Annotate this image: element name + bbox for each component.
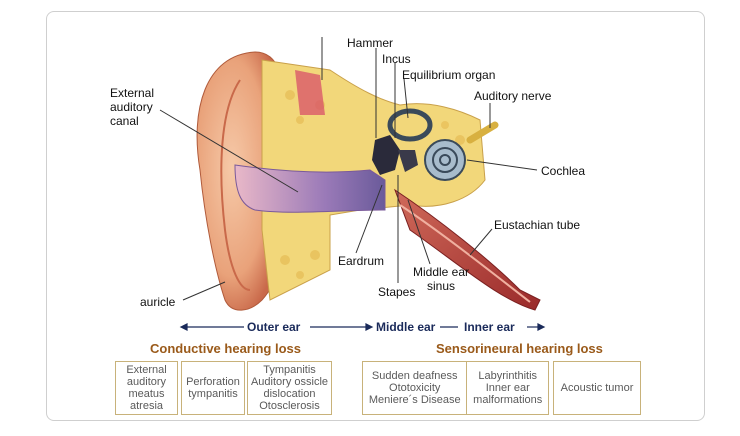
sensorineural-cell-sudden: Sudden deafness Ototoxicity Meniere´s Di… (363, 362, 468, 414)
sensorineural-box-acoustic-tumor: Acoustic tumor (553, 361, 641, 415)
conductive-box-atresia: External auditory meatus atresia (115, 361, 178, 415)
label-middle-ear-sinus: Middle ear sinus (413, 265, 470, 293)
category-sensorineural: Sensorineural hearing loss (436, 341, 603, 356)
label-incus: Incus (382, 52, 411, 66)
sensorineural-box-combined: Sudden deafness Ototoxicity Meniere´s Di… (362, 361, 549, 415)
label-cochlea: Cochlea (541, 164, 586, 178)
conductive-box-perforation: Perforation tympanitis (181, 361, 245, 415)
label-eustachian-tube: Eustachian tube (494, 218, 581, 232)
sensorineural-cell-labyrinthitis: Labyrinthitis Inner ear malformations (473, 370, 543, 406)
label-hammer: Hammer (347, 36, 394, 50)
category-conductive: Conductive hearing loss (150, 341, 301, 356)
label-equilibrium-organ: Equilibrium organ (402, 68, 496, 82)
auditory-nerve (466, 121, 499, 144)
cochlea-shape (424, 139, 466, 181)
section-inner-ear: Inner ear (464, 320, 515, 334)
label-auditory-nerve: Auditory nerve (474, 89, 552, 103)
section-outer-ear: Outer ear (247, 320, 301, 334)
eustachian-tube (393, 188, 541, 311)
ear-canal (234, 164, 386, 213)
semicircular-canals (387, 108, 433, 142)
conductive-box-tympanitis: Tympanitis Auditory ossicle dislocation … (247, 361, 332, 415)
label-stapes: Stapes (378, 285, 416, 299)
diagram-frame (46, 11, 705, 421)
label-auricle: auricle (140, 295, 176, 309)
section-middle-ear: Middle ear (376, 320, 436, 334)
label-eardrum: Eardrum (338, 254, 385, 268)
ossicles (372, 135, 400, 175)
label-external-auditory-canal: External auditory canal (110, 86, 155, 128)
